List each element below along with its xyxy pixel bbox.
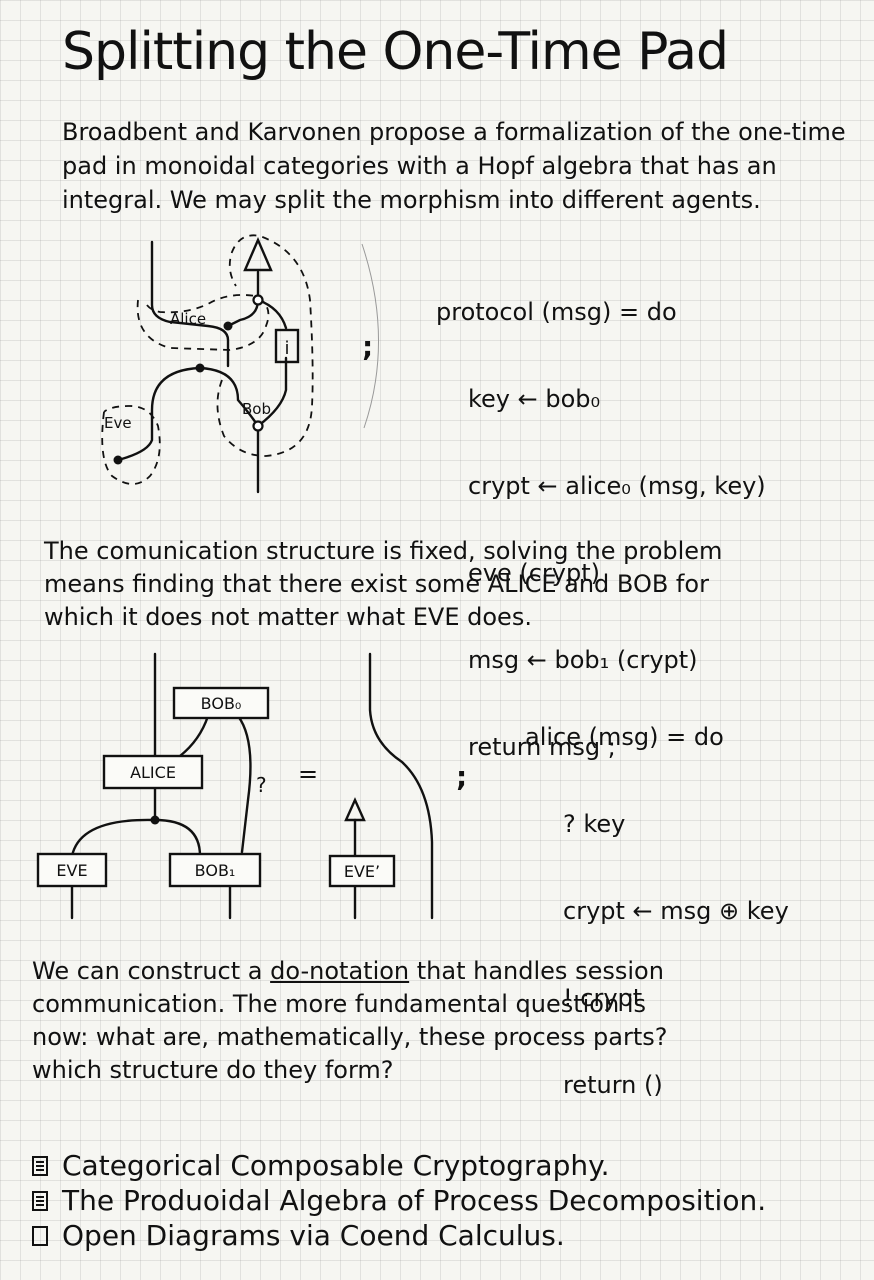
counit-triangle bbox=[243, 236, 273, 272]
intro-line: integral. We may split the morphism into… bbox=[62, 186, 761, 214]
code-line: msg ← bob₁ (crypt) bbox=[468, 646, 698, 674]
code-line: return msg ; bbox=[468, 733, 616, 761]
eve-box bbox=[36, 852, 108, 888]
alice-code: alice (msg) = do ? key crypt ← msg ⊕ key… bbox=[525, 665, 789, 1129]
intro-line: pad in monoidal categories with a Hopf a… bbox=[62, 152, 777, 180]
closing-line: which structure do they form? bbox=[32, 1056, 394, 1084]
do-notation-link[interactable]: do-notation bbox=[270, 957, 410, 985]
reference-label: Open Diagrams via Coend Calculus. bbox=[62, 1219, 565, 1252]
middle-line: means finding that there exist some ALIC… bbox=[44, 570, 709, 598]
wire-left bbox=[150, 240, 230, 368]
code-line: ! crypt bbox=[563, 984, 643, 1012]
reference-label: Categorical Composable Cryptography. bbox=[62, 1149, 610, 1182]
code-line: ? key bbox=[563, 810, 626, 838]
equation-diagram: BOB₀ ALICE EVE BOB₁ EVE’ ? = bbox=[36, 652, 434, 920]
protocol-code: protocol (msg) = do key ← bob₀ crypt ← a… bbox=[436, 240, 766, 791]
outer-arc bbox=[361, 243, 379, 429]
wire-right-curve bbox=[368, 652, 434, 920]
closing-paragraph: We can construct a do-notation that hand… bbox=[32, 955, 668, 1087]
middle-line: which it does not matter what EVE does. bbox=[44, 603, 532, 631]
document-icon bbox=[32, 1155, 48, 1176]
wire-bob0-bob1 bbox=[236, 714, 252, 854]
empty-box-icon bbox=[32, 1225, 48, 1246]
intro-line: Broadbent and Karvonen propose a formali… bbox=[62, 118, 846, 146]
integral-label: i bbox=[284, 338, 289, 359]
alice-box bbox=[102, 754, 204, 790]
eveprime-box-label: EVE’ bbox=[344, 862, 380, 881]
wire-integral bbox=[256, 298, 288, 330]
references-list: Categorical Composable Cryptography. The… bbox=[32, 1148, 766, 1253]
bob0-label: BOB₀ bbox=[201, 694, 242, 713]
wire-bob0-alice bbox=[178, 714, 210, 758]
code-line: eve (crypt) bbox=[468, 559, 600, 587]
reference-label: The Produoidal Algebra of Process Decomp… bbox=[62, 1184, 767, 1217]
middle-line: The comunication structure is fixed, sol… bbox=[44, 537, 723, 565]
eve-region bbox=[101, 405, 161, 485]
closing-text: that handles session bbox=[409, 957, 664, 985]
code-header: protocol (msg) = do bbox=[436, 298, 677, 326]
closing-line: communication. The more fundamental ques… bbox=[32, 990, 646, 1018]
eveprime-box bbox=[328, 854, 396, 888]
alice-region bbox=[136, 294, 270, 351]
middle-paragraph: The comunication structure is fixed, sol… bbox=[44, 535, 722, 634]
diagram1-separator: ; bbox=[362, 330, 374, 363]
reference-item[interactable]: Categorical Composable Cryptography. bbox=[32, 1148, 766, 1183]
counit-triangle bbox=[344, 797, 366, 822]
bob1-box-label: BOB₁ bbox=[195, 861, 236, 880]
wire-split-bob1 bbox=[153, 818, 202, 858]
page-title: Splitting the One-Time Pad bbox=[62, 22, 729, 82]
wire-bob bbox=[198, 366, 260, 428]
diagram2-separator: ; bbox=[456, 760, 468, 793]
equals-sign: = bbox=[298, 760, 318, 788]
wire-integral-down bbox=[256, 356, 288, 428]
integral-box bbox=[274, 328, 300, 364]
reference-item[interactable]: The Produoidal Algebra of Process Decomp… bbox=[32, 1183, 766, 1218]
bob1-box bbox=[168, 852, 262, 888]
reference-item[interactable]: Open Diagrams via Coend Calculus. bbox=[32, 1218, 766, 1253]
closing-line: We can construct a do-notation that hand… bbox=[32, 955, 668, 988]
code-line: return () bbox=[563, 1071, 663, 1099]
eve-label: Eve bbox=[104, 414, 132, 432]
code-header: alice (msg) = do bbox=[525, 723, 724, 751]
alice-label: Alice bbox=[170, 310, 206, 328]
intro-paragraph: Broadbent and Karvonen propose a formali… bbox=[62, 115, 846, 217]
bob-region bbox=[216, 234, 314, 457]
question-mark: ? bbox=[256, 773, 267, 797]
split-diagram: i Alice Bob Eve bbox=[101, 234, 379, 494]
eve-box-label: EVE bbox=[56, 861, 87, 880]
code-line: crypt ← msg ⊕ key bbox=[563, 897, 789, 925]
wire-eve bbox=[116, 366, 202, 462]
closing-line: now: what are, mathematically, these pro… bbox=[32, 1023, 668, 1051]
closing-text: We can construct a bbox=[32, 957, 271, 985]
code-line: crypt ← alice₀ (msg, key) bbox=[468, 472, 766, 500]
wire-split-eve bbox=[70, 818, 157, 858]
bob0-box bbox=[172, 686, 270, 720]
alice-box-label: ALICE bbox=[130, 763, 176, 782]
code-line: key ← bob₀ bbox=[468, 385, 601, 413]
bob-label: Bob bbox=[242, 400, 271, 418]
document-icon bbox=[32, 1190, 48, 1211]
